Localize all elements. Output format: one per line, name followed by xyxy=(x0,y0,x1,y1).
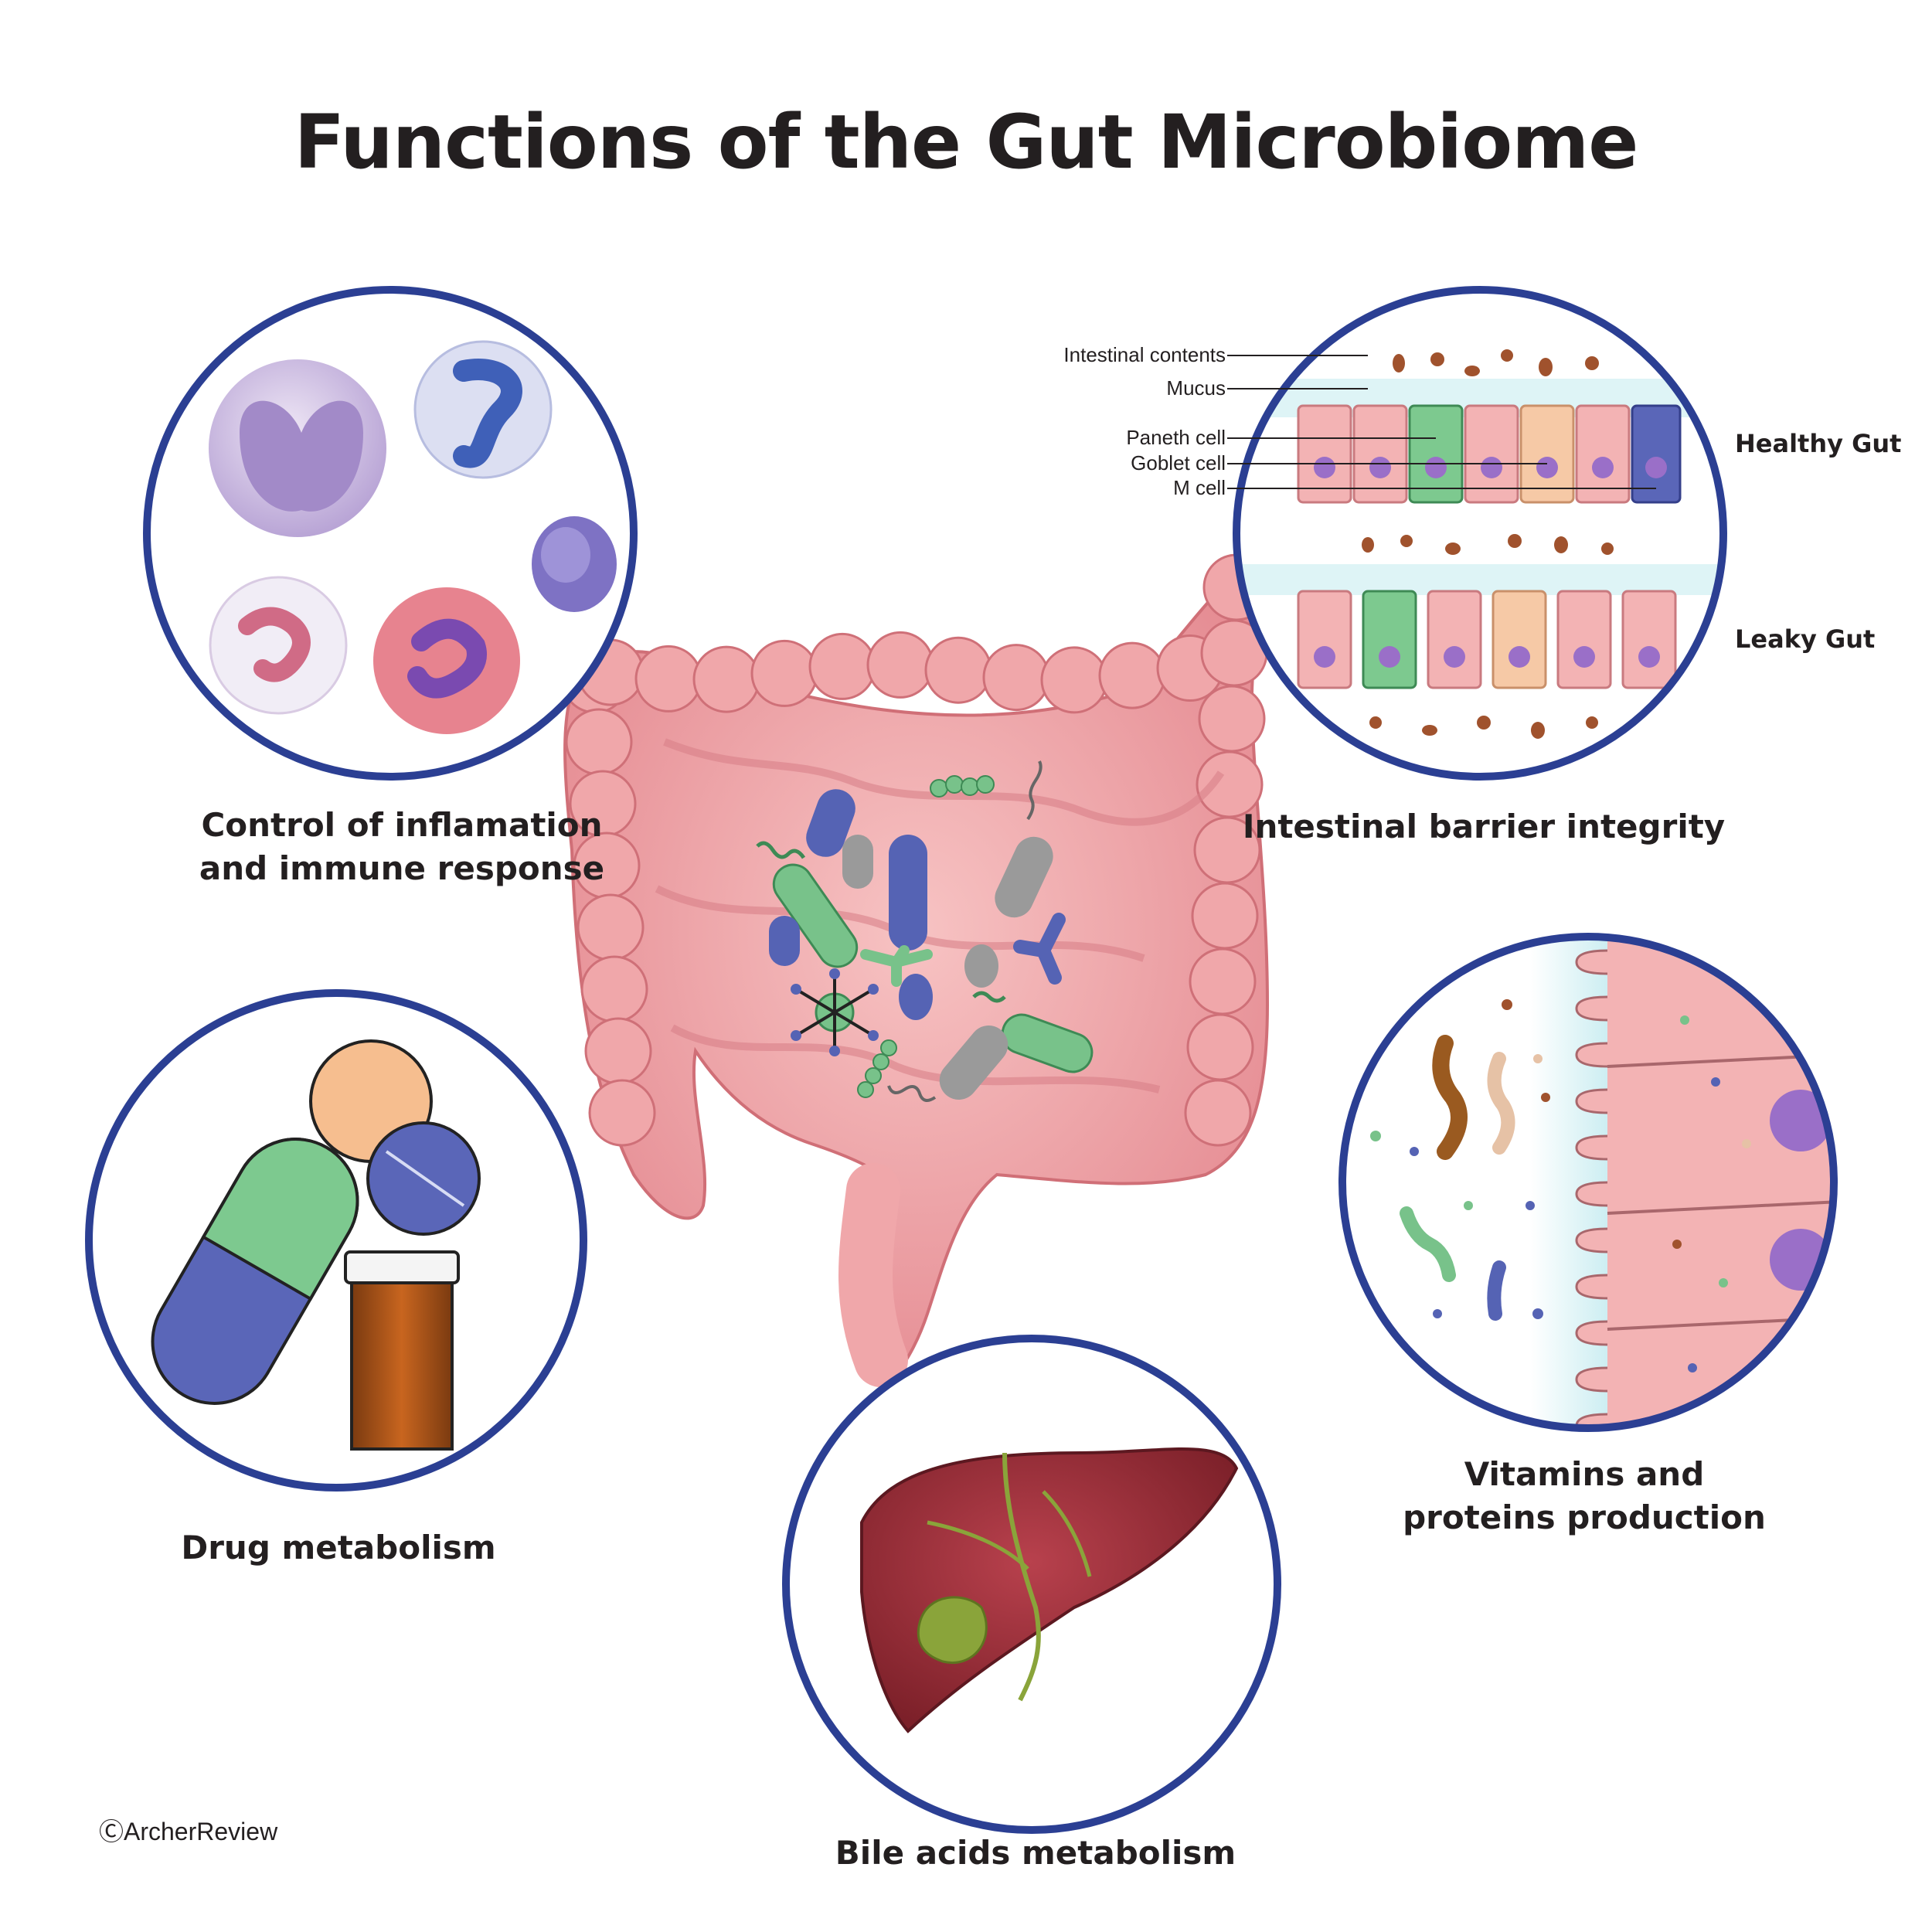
leaky-cell-row xyxy=(1297,590,1677,689)
haustra-bulge xyxy=(1184,1079,1252,1147)
drug-caption: Drug metabolism xyxy=(181,1529,496,1566)
immune-panel xyxy=(143,286,638,781)
haustra-bulge xyxy=(1198,685,1266,753)
haustra-bulge xyxy=(866,631,934,699)
barrier-panel xyxy=(1227,286,1727,781)
immune-caption-line2: and immune response xyxy=(199,849,605,887)
haustra-bulge xyxy=(1189,947,1257,1015)
haustra-bulge xyxy=(692,645,760,713)
vitamins-caption-line1: Vitamins and xyxy=(1464,1455,1705,1493)
haustra-bulge xyxy=(1191,882,1259,950)
haustra-bulge xyxy=(924,636,992,704)
intestine-illustration xyxy=(561,553,1270,1387)
page-title: Functions of the Gut Microbiome xyxy=(294,99,1639,185)
intestinal-contents-label: Intestinal contents xyxy=(1063,343,1226,366)
barrier-caption: Intestinal barrier integrity xyxy=(1242,808,1726,845)
healthy-gut-label: Healthy Gut xyxy=(1735,429,1902,458)
nutrient-dots xyxy=(1370,999,1751,1396)
intestinal-debris xyxy=(1362,349,1614,739)
haustra-bulge xyxy=(565,708,633,776)
immune-caption-line1: Control of inflamation xyxy=(201,806,603,844)
vitamins-panel xyxy=(1338,933,1838,1432)
healthy-cell-row xyxy=(1297,404,1682,504)
drug-panel xyxy=(85,989,587,1492)
haustra-bulge xyxy=(584,1017,652,1085)
immune-caption: Control of inflamation and immune respon… xyxy=(155,804,649,890)
vitamins-caption: Vitamins and proteins production xyxy=(1345,1453,1824,1539)
haustra-bulge xyxy=(580,955,648,1023)
haustra-bulge xyxy=(808,632,876,700)
haustra-bulge xyxy=(982,644,1050,712)
copyright-notice: ⒸArcherReview xyxy=(99,1818,278,1845)
bile-caption: Bile acids metabolism xyxy=(835,1834,1236,1872)
bacteria-cluster xyxy=(756,760,1094,1102)
leaky-gut-label: Leaky Gut xyxy=(1735,624,1876,654)
haustra-bulge xyxy=(577,893,645,961)
haustra-bulge xyxy=(634,645,702,713)
m-cell-label: M cell xyxy=(1173,476,1226,499)
haustra-bulge xyxy=(1098,641,1166,709)
haustra-bulge xyxy=(1186,1013,1254,1081)
vitamins-caption-line2: proteins production xyxy=(1403,1498,1766,1536)
goblet-cell-label: Goblet cell xyxy=(1131,451,1226,474)
haustra-bulge xyxy=(1040,646,1108,714)
paneth-cell-label: Paneth cell xyxy=(1126,426,1226,449)
bile-panel xyxy=(782,1335,1281,1834)
haustra-bulge xyxy=(588,1079,656,1147)
haustra-bulge xyxy=(750,639,818,707)
mucus-label: Mucus xyxy=(1166,376,1226,400)
